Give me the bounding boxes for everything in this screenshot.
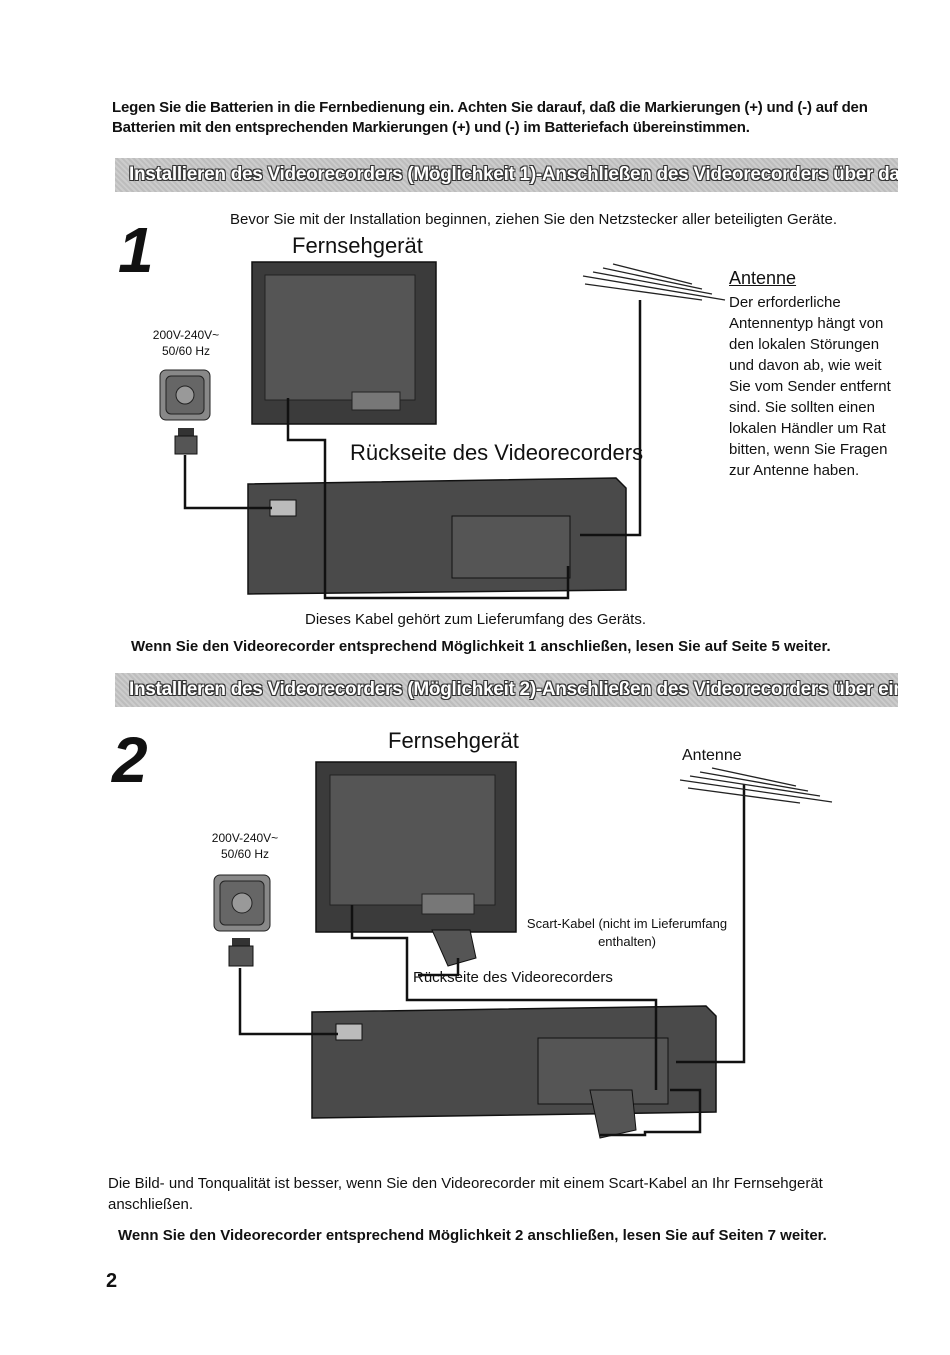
section1-rear-label: Rückseite des Videorecorders: [350, 440, 644, 465]
antenna-line-3: den lokalen Störungen: [729, 336, 880, 353]
power-voltage: 200V-240V~: [152, 328, 220, 342]
page-number: 2: [106, 1270, 118, 1292]
power-cable: [238, 968, 338, 1036]
antenna-cable: [580, 300, 642, 537]
power-voltage: 200V-240V~: [211, 831, 279, 845]
step-number-2: 2: [112, 724, 148, 796]
section2-banner: Installieren des Videorecorders (Möglich…: [115, 673, 898, 707]
section1-tv-label: Fernsehgerät: [292, 233, 423, 258]
antenna-line-4: und davon ab, wie weit: [729, 357, 882, 374]
section2-continue-note: Wenn Sie den Videorecorder entsprechend …: [118, 1227, 827, 1244]
scart-label-line-1: Scart-Kabel (nicht im Lieferumfang: [526, 916, 728, 931]
power-frequency: 50/60 Hz: [161, 344, 211, 358]
power-cable: [183, 455, 272, 510]
scart-cable: [418, 958, 460, 977]
antenna-line-1: Der erforderliche: [729, 294, 841, 311]
section1-power-label: 200V-240V~ 50/60 Hz: [146, 327, 226, 359]
antenna-line-9: zur Antenne haben.: [729, 462, 860, 479]
antenna-cable: [676, 784, 746, 1064]
power-socket-icon: [159, 369, 211, 421]
section2-power-label: 200V-240V~ 50/60 Hz: [205, 830, 285, 862]
antenna-line-5: Sie vom Sender entfernt: [729, 378, 891, 395]
antenna-icon: [582, 263, 726, 301]
section2-antenna-label: Antenne: [682, 747, 742, 764]
section1-cable-note: Dieses Kabel gehört zum Lieferumfang des…: [305, 611, 647, 628]
antenna-line-8: bitten, wenn Sie Fragen: [729, 441, 888, 458]
antenna-info: Antenne Der erforderliche Antennentyp hä…: [729, 268, 919, 481]
section2-quality-note: Die Bild- und Tonqualität ist besser, we…: [108, 1175, 823, 1213]
rf-cable: [350, 905, 658, 1090]
power-plug-icon: [174, 428, 198, 455]
section1-instruction: Bevor Sie mit der Installation beginnen,…: [230, 211, 838, 228]
intro-text: Legen Sie die Batterien in die Fernbedie…: [112, 99, 868, 136]
section1-banner: Installieren des Videorecorders (Möglich…: [115, 158, 898, 192]
antenna-line-2: Antennentyp hängt von: [729, 315, 884, 332]
antenna-line-6: sind. Sie sollten einen: [729, 399, 875, 416]
scart-cable-lower: [600, 1088, 702, 1137]
section2-tv-label: Fernsehgerät: [388, 728, 519, 753]
vcr-icon: [247, 477, 627, 595]
scart-cable-label: Scart-Kabel (nicht im Lieferumfang entha…: [522, 915, 732, 951]
tv-icon: [315, 761, 517, 967]
antenna-icon: [679, 767, 833, 804]
power-socket-icon: [213, 874, 271, 932]
antenna-title: Antenne: [729, 268, 797, 288]
scart-label-line-2: enthalten): [598, 934, 656, 949]
step-number-1: 1: [118, 214, 154, 286]
section1-continue-note: Wenn Sie den Videorecorder entsprechend …: [131, 638, 831, 655]
antenna-line-7: lokalen Händler um Rat: [729, 420, 886, 437]
vcr-icon: [311, 1005, 717, 1139]
rf-cable: [286, 398, 570, 600]
power-plug-icon: [228, 938, 254, 967]
tv-icon: [251, 261, 437, 425]
section2-rear-label: Rückseite des Videorecorders: [413, 969, 613, 986]
power-frequency: 50/60 Hz: [220, 847, 270, 861]
